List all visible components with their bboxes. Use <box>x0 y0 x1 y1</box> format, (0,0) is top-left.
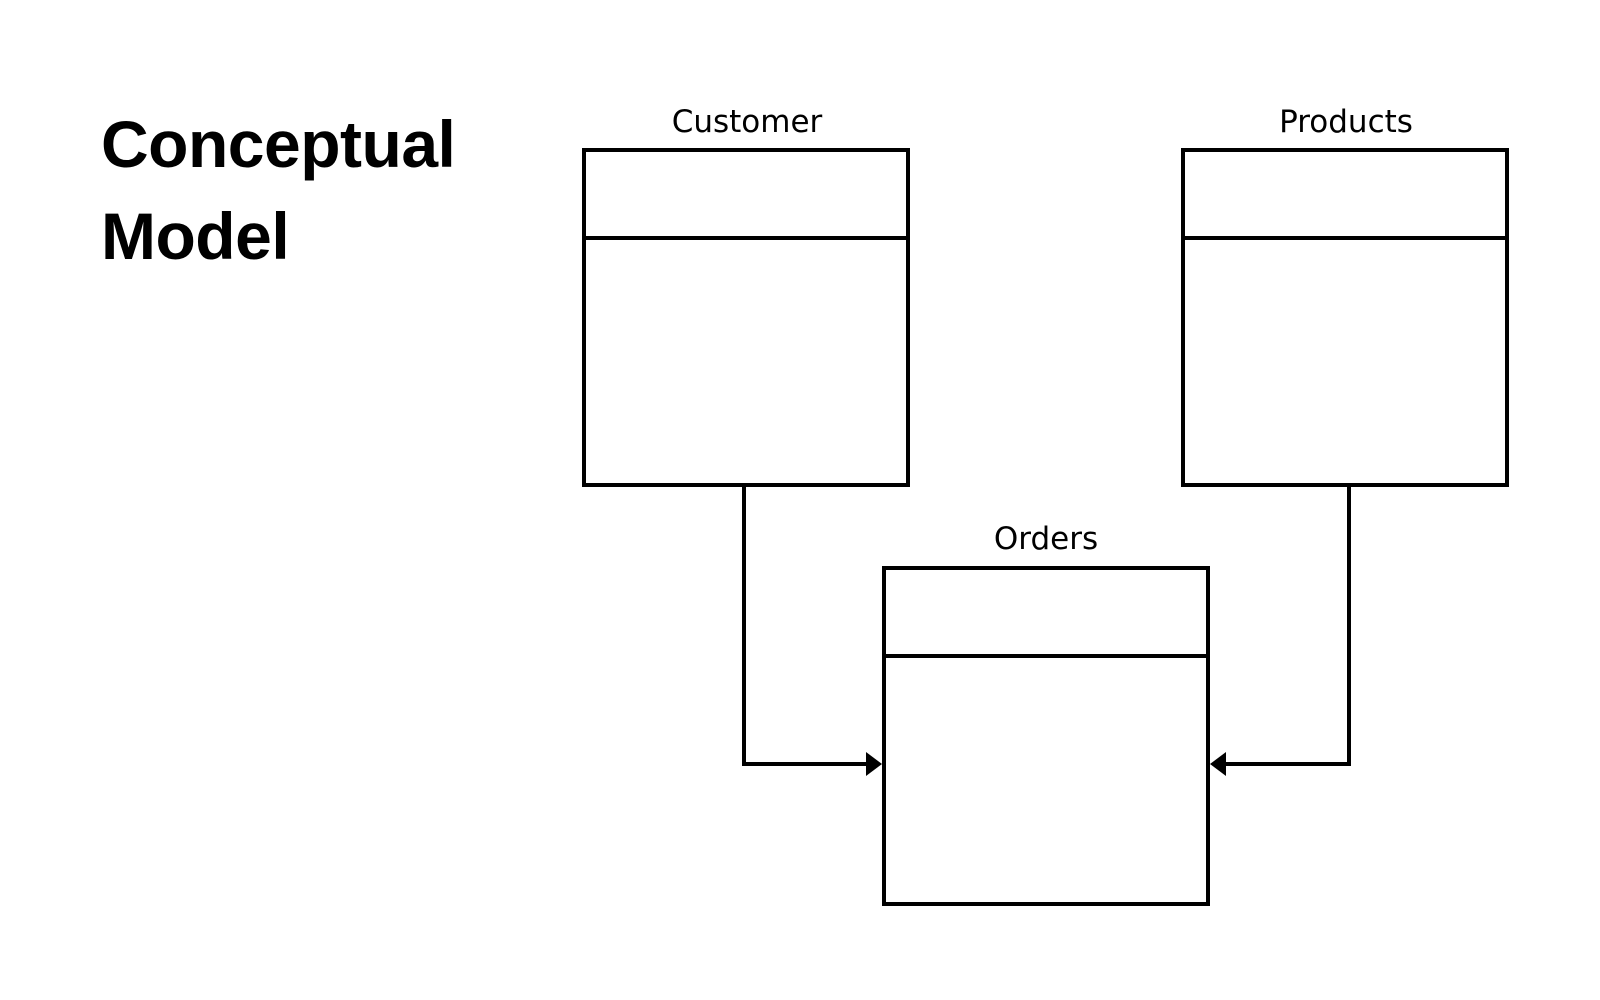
entity-customer[interactable]: Customer <box>582 104 910 487</box>
entity-customer-label: Customer <box>672 104 823 140</box>
entity-customer-box <box>582 148 910 487</box>
page-title-line-2: Model <box>101 199 290 273</box>
connector-customer-to-orders-line <box>742 485 870 766</box>
entity-products-label: Products <box>1279 104 1413 140</box>
arrowhead-left-icon <box>1210 752 1226 776</box>
connector-customer-to-orders <box>742 485 882 776</box>
page-title-line-1: Conceptual <box>101 107 456 181</box>
entity-orders[interactable]: Orders <box>882 521 1210 906</box>
connector-products-to-orders-line <box>1222 485 1351 766</box>
entity-orders-label: Orders <box>994 521 1098 557</box>
entity-products-box <box>1181 148 1509 487</box>
connector-products-to-orders <box>1210 485 1351 776</box>
page-title: Conceptual Model <box>101 98 456 282</box>
arrowhead-right-icon <box>866 752 882 776</box>
entity-products[interactable]: Products <box>1181 104 1509 487</box>
entity-orders-box <box>882 566 1210 906</box>
